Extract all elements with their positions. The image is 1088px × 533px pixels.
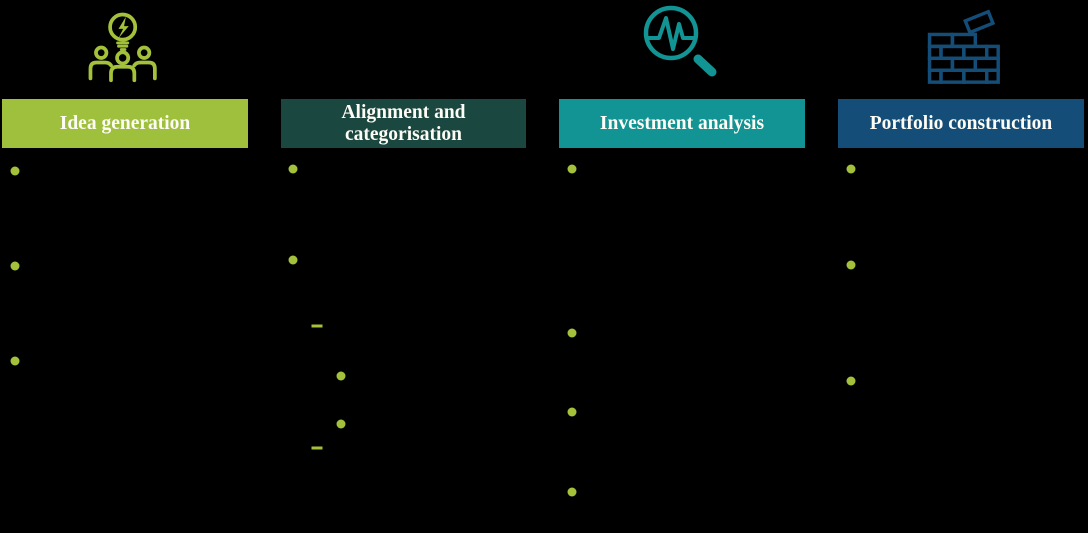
stage-header-investment-analysis: Investment analysis — [559, 99, 805, 148]
column-idea-generation: Idea generation — [2, 0, 248, 533]
stage-header-portfolio-construction: Portfolio construction — [838, 99, 1084, 148]
stage-header-label: Idea generation — [59, 112, 191, 134]
stage-header-label: Portfolio construction — [869, 112, 1053, 134]
magnifier-pulse-icon — [643, 5, 717, 77]
stage-header-label: Alignment and categorisation — [341, 101, 466, 145]
stage-header-idea-generation: Idea generation — [2, 99, 248, 148]
column-portfolio-construction: Portfolio construction — [838, 0, 1084, 533]
brick-wall-icon — [927, 9, 1000, 84]
stage-header-label: Investment analysis — [599, 112, 765, 134]
team-lightbulb-icon — [88, 12, 157, 83]
stage-header-alignment-categorisation: Alignment and categorisation — [281, 99, 526, 148]
column-alignment-categorisation: Alignment and categorisation — [281, 0, 526, 533]
column-investment-analysis: Investment analysis — [559, 0, 805, 533]
